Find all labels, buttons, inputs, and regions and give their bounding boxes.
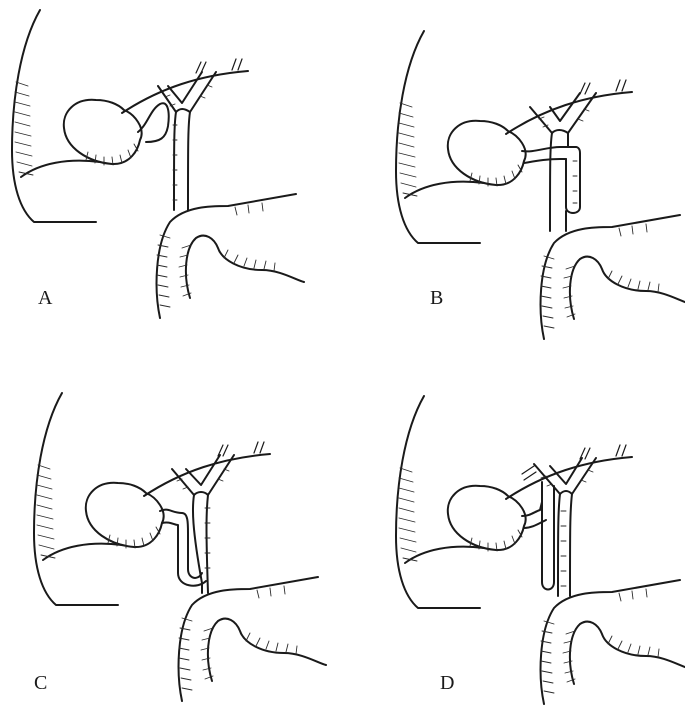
duodenum-a <box>157 194 304 318</box>
gallbladder-b <box>448 121 526 186</box>
duodenum-c <box>179 577 326 701</box>
gallbladder-d <box>448 486 526 551</box>
panel-a: A <box>12 10 304 318</box>
liver-outline-d <box>396 396 632 608</box>
gallbladder-c <box>86 483 164 548</box>
panel-label-b: B <box>430 287 443 309</box>
duodenum-b <box>541 215 685 339</box>
panel-label-a: A <box>38 287 53 309</box>
liver-outline-a <box>12 10 248 222</box>
bile-duct-b <box>530 93 596 231</box>
duodenum-d <box>541 580 685 704</box>
panel-c: C <box>34 393 326 701</box>
panel-label-c: C <box>34 672 47 694</box>
gallbladder-a <box>64 100 142 165</box>
panel-label-d: D <box>440 672 454 694</box>
liver-outline-c <box>34 393 270 605</box>
panel-b: B <box>396 31 685 339</box>
bile-duct-a <box>158 72 216 210</box>
liver-outline-b <box>396 31 632 243</box>
panel-d: D <box>396 396 685 704</box>
